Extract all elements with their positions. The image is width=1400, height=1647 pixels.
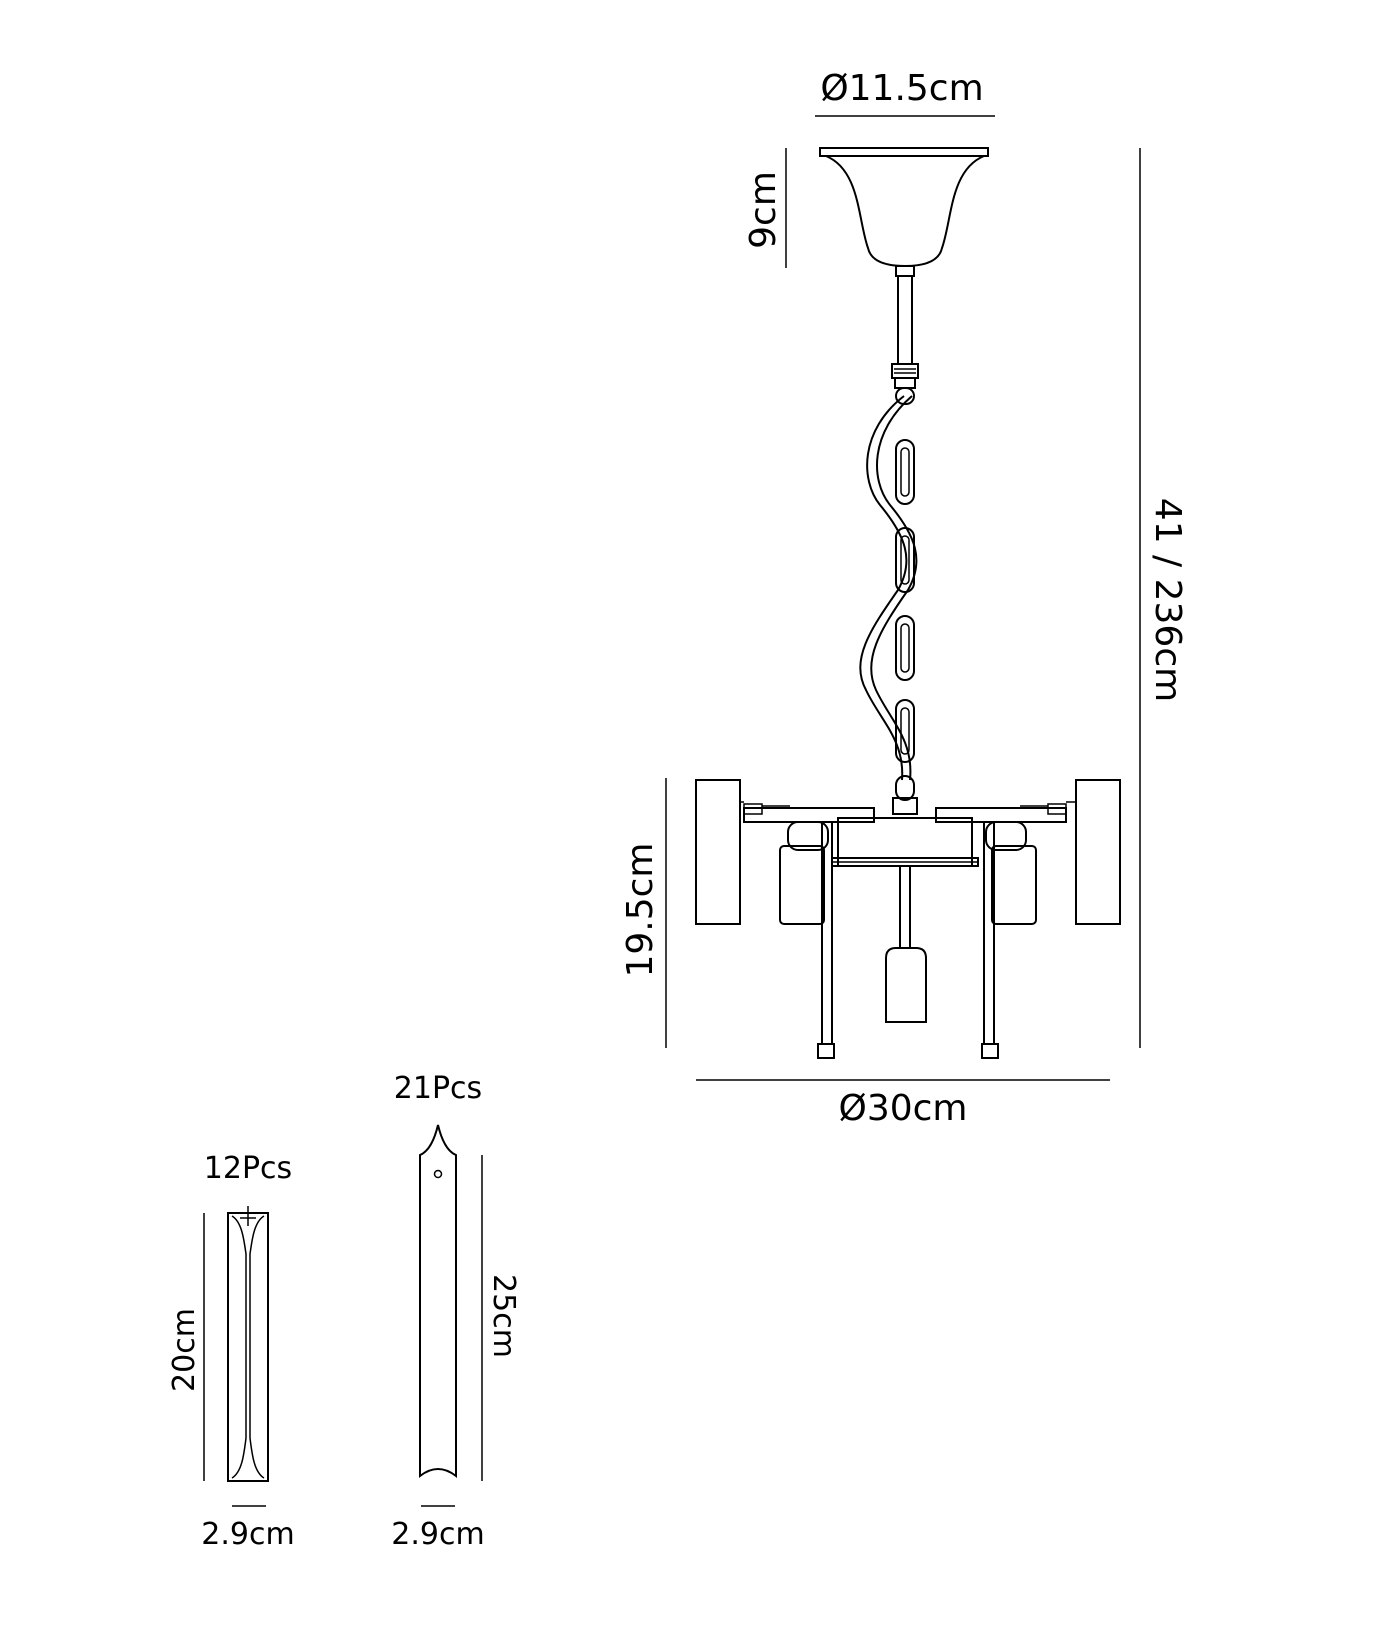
cable bbox=[859, 395, 918, 781]
support-rods bbox=[817, 822, 999, 1059]
crystal-prism-small: 12Pcs 20cm 2.9cm bbox=[167, 1151, 295, 1552]
ceiling-height-label: 9cm bbox=[743, 171, 784, 249]
chain bbox=[895, 387, 915, 801]
crystal-2-width: 2.9cm bbox=[391, 1517, 484, 1552]
crystal-1-height: 20cm bbox=[167, 1308, 202, 1392]
outer-shades bbox=[695, 779, 1121, 925]
center-lamp bbox=[885, 866, 927, 1023]
crystal-2-count: 21Pcs bbox=[394, 1071, 482, 1106]
inner-shades bbox=[779, 821, 1037, 925]
crystal-1-count: 12Pcs bbox=[204, 1151, 292, 1186]
crystal-prism-large: 21Pcs 25cm 2.9cm bbox=[391, 1071, 521, 1552]
body-diameter-label: Ø30cm bbox=[838, 1088, 967, 1129]
ceiling-canopy bbox=[819, 147, 989, 268]
total-height-label: 41 / 236cm bbox=[1147, 498, 1188, 702]
suspension-rod bbox=[891, 265, 919, 389]
body-height-label: 19.5cm bbox=[620, 842, 661, 977]
dimension-lines bbox=[665, 115, 1141, 1081]
crystal-2-height: 25cm bbox=[486, 1274, 521, 1358]
central-hub bbox=[831, 817, 979, 867]
crystal-1-width: 2.9cm bbox=[201, 1517, 294, 1552]
ceiling-diameter-label: Ø11.5cm bbox=[820, 68, 983, 109]
pendant-light: Ø11.5cm 9cm 41 / 236cm 19.5cm Ø30cm bbox=[620, 68, 1188, 1129]
